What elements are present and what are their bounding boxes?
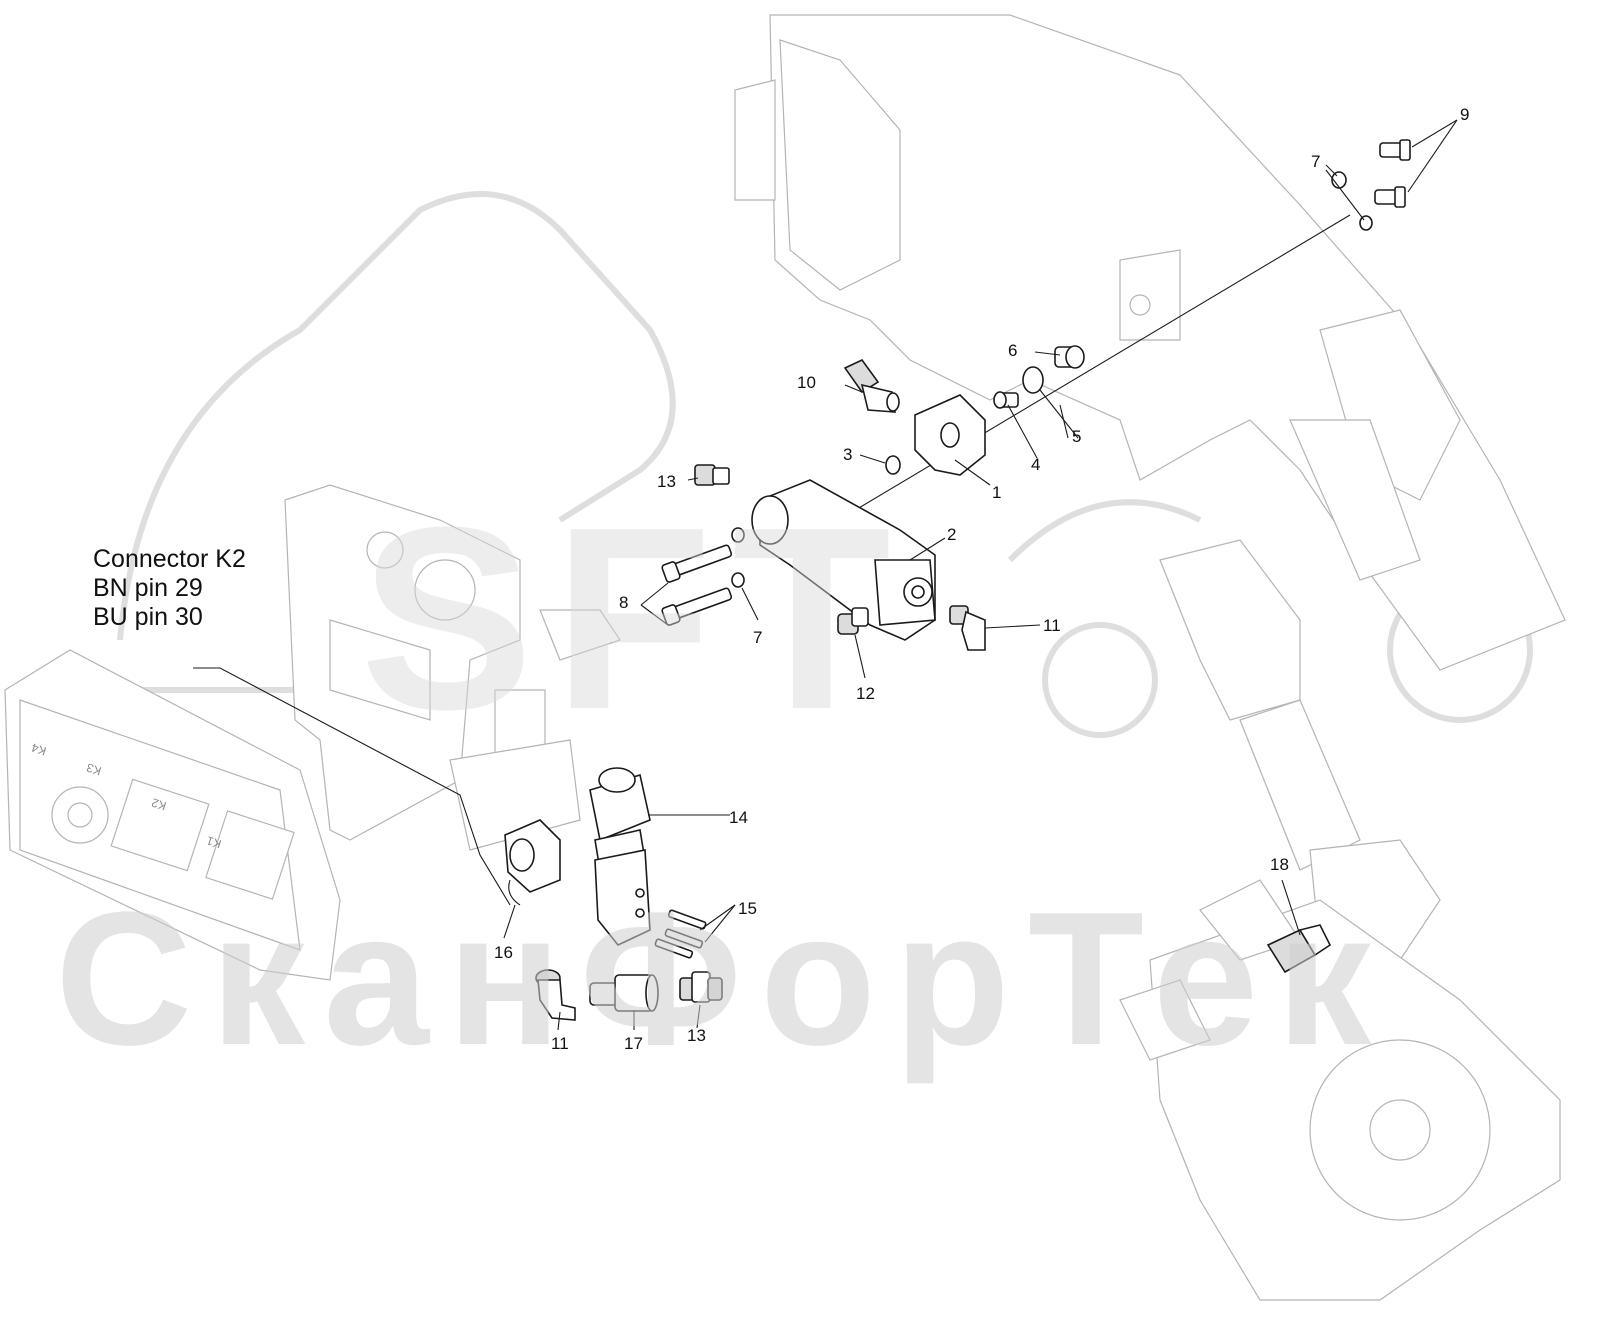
- callout-2: 2: [947, 525, 956, 544]
- callout-9: 9: [1460, 105, 1469, 124]
- o-ring-item-5: [1022, 366, 1044, 394]
- washer-item-7-lower: [731, 527, 745, 588]
- callout-17: 17: [624, 1034, 643, 1053]
- solenoid-coil-item-16: [504, 819, 561, 906]
- machine-frame: [734, 14, 1566, 671]
- callout-5: 5: [1072, 427, 1081, 446]
- fitting-item-13-upper: [694, 464, 730, 486]
- callout-16: 16: [494, 943, 513, 962]
- callout-18: 18: [1270, 855, 1289, 874]
- callout-15: 15: [738, 899, 757, 918]
- callout-13-upper: 13: [657, 472, 676, 491]
- callout-11-bottom: 11: [551, 1034, 569, 1053]
- connector-note-line-2: BN pin 29: [93, 574, 203, 602]
- valve-body-item-2: [751, 479, 936, 641]
- callout-6: 6: [1008, 341, 1017, 360]
- callout-14: 14: [729, 808, 748, 827]
- screw-item-8: [661, 544, 733, 626]
- bushing-item-4: [993, 391, 1019, 409]
- ecu-label-k3: K3: [84, 760, 103, 778]
- ecu-label-k1: K1: [204, 833, 223, 851]
- control-valve-block: [284, 484, 621, 851]
- elbow-fitting-item-10: [843, 358, 900, 413]
- callout-8: 8: [619, 593, 628, 612]
- callout-4: 4: [1031, 455, 1040, 474]
- callout-7-top: 7: [1311, 152, 1320, 171]
- screw-item-15: [654, 909, 707, 959]
- callout-12: 12: [856, 684, 875, 703]
- callout-10: 10: [797, 373, 816, 392]
- watermark-logo-text: SFT: [360, 474, 912, 764]
- elbow-fitting-item-11-right: [949, 605, 986, 651]
- solenoid-valve-item-14: [589, 767, 651, 946]
- callout-7-lower: 7: [753, 628, 762, 647]
- hydraulic-pump-assembly: [1119, 539, 1561, 1301]
- elbow-fitting-item-11-bottom: [535, 969, 576, 1021]
- screw-item-9: [1374, 139, 1411, 208]
- connector-note-line-3: BU pin 30: [93, 603, 203, 631]
- connector-k2-note: Connector K2 BN pin 29 BU pin 30: [93, 545, 246, 632]
- ecu-label-k2: K2: [149, 795, 168, 813]
- fitting-item-6: [1054, 345, 1085, 369]
- fitting-item-18: [1266, 924, 1332, 974]
- washer-item-7-top: [1331, 171, 1373, 231]
- callout-13-lower: 13: [687, 1026, 706, 1045]
- callout-labels: 1 2 3 4 5 6 7 7 8 9 10 11 11 12 13 13 14…: [494, 105, 1469, 1053]
- callout-1: 1: [992, 483, 1001, 502]
- callout-11-right: 11: [1043, 616, 1061, 635]
- connector-note-line-1: Connector K2: [93, 545, 246, 573]
- ecu-label-k4: K4: [29, 740, 48, 758]
- callout-3: 3: [843, 445, 852, 464]
- watermark-brand-text: СканФорТек: [55, 873, 1390, 1085]
- assembly-axis-line: [779, 214, 1351, 556]
- mounting-block-item-1: [914, 394, 986, 476]
- adapter-item-17: [589, 974, 659, 1012]
- callout-leaders: [503, 119, 1458, 1031]
- ecu-controller: K4 K3 K2 K1: [4, 649, 341, 981]
- washer-item-3: [885, 455, 901, 475]
- fitting-item-13-lower: [679, 971, 723, 1003]
- fitting-item-12: [837, 607, 869, 635]
- connector-k2-leader-line: [193, 667, 511, 906]
